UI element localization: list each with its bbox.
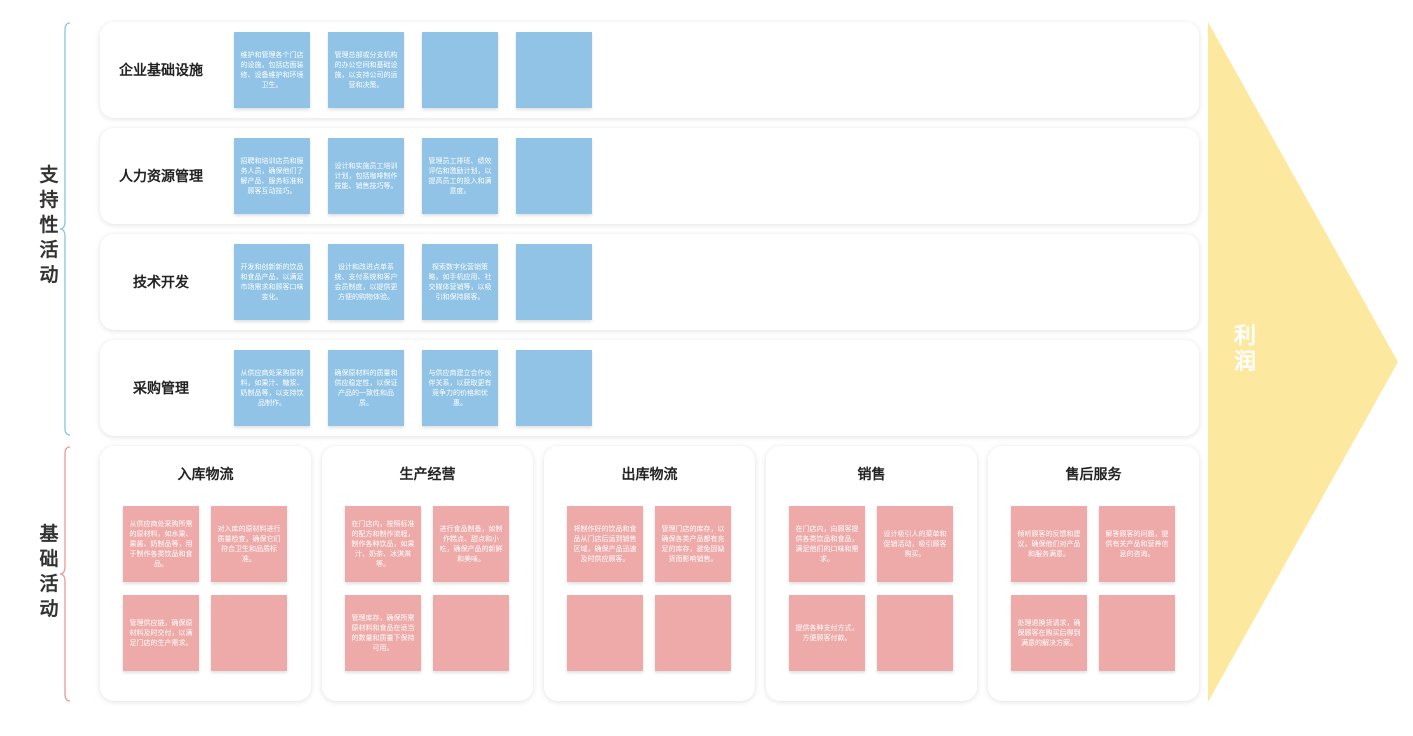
sticky-note: 管理员工排班、绩效评估和激励计划，以提高员工的投入和满意度。: [422, 138, 498, 214]
sticky-note: 进行食品制备，如制作糕点、甜点和小吃，确保产品的新鲜和美味。: [433, 506, 509, 582]
primary-col-outbound-logistics: 出库物流 将制作好的饮品和食品从门店后运到销售区域，确保产品迅速及时供应顾客。 …: [544, 446, 755, 701]
sticky-note: 提供各种支付方式，方便顾客付款。: [789, 595, 865, 671]
sticky-note: 管理门店的库存，以确保各类产品都有充足的库存，避免因缺货而影响销售。: [655, 506, 731, 582]
sticky-note: [516, 32, 592, 108]
sticky-note: 设计和改进点单系统、支付系统和客户会员制度，以提供更方便的购物体验。: [328, 244, 404, 320]
support-activities-label: 支 持 性 活 动: [39, 164, 59, 286]
sticky-note: [655, 595, 731, 671]
column-title: 生产经营: [399, 467, 456, 483]
column-title: 售后服务: [1065, 467, 1122, 483]
primary-brace: [59, 446, 71, 702]
support-row-procurement: 采购管理 从供应商处采购原材料，如果汁、糖浆、奶制品等，以支持饮品制作。 确保原…: [100, 340, 1199, 436]
sticky-note: 招聘和培训店员和服务人员，确保他们了解产品、服务标准和顾客互动技巧。: [234, 138, 310, 214]
sticky-note: [516, 138, 592, 214]
margin-arrow: [1208, 22, 1398, 702]
sticky-note: 从供应商处采购原材料，如果汁、糖浆、奶制品等，以支持饮品制作。: [234, 350, 310, 426]
sticky-note: [567, 595, 643, 671]
support-row-hr: 人力资源管理 招聘和培训店员和服务人员，确保他们了解产品、服务标准和顾客互动技巧…: [100, 128, 1199, 224]
sticky-note: 对入库的原材料进行质量检查，确保它们符合卫生和品质标准。: [211, 506, 287, 582]
sticky-note: 管理库存，确保所需原材料和食品在适当的数量和质量下保持可用。: [345, 595, 421, 671]
sticky-note: [516, 244, 592, 320]
sticky-note: 维护和管理各个门店的设施，包括店面装修、设备维护和环境卫生。: [234, 32, 310, 108]
sticky-note: 在门店内，按照标准的配方和制作流程，制作各种饮品，如果汁、奶茶、冰淇淋等。: [345, 506, 421, 582]
margin-label: 利 润: [1233, 324, 1256, 375]
sticky-note: 解答顾客的问题，提供有关产品和营养信息的咨询。: [1099, 506, 1175, 582]
sticky-note: [422, 32, 498, 108]
sticky-note: 将制作好的饮品和食品从门店后运到销售区域，确保产品迅速及时供应顾客。: [567, 506, 643, 582]
sticky-note: 倾听顾客的反馈和建议，确保他们对产品和服务满意。: [1011, 506, 1087, 582]
primary-col-inbound-logistics: 入库物流 从供应商处采购所需的原材料，如水果、果酱、奶制品等，用于制作各类饮品和…: [100, 446, 311, 701]
sticky-note: 设计吸引人的菜单和促销活动，吸引顾客购买。: [877, 506, 953, 582]
row-title: 技术开发: [133, 275, 189, 291]
column-title: 出库物流: [621, 467, 678, 483]
primary-activities-label: 基 础 活 动: [39, 523, 59, 620]
sticky-note: [877, 595, 953, 671]
sticky-note: 与供应商建立合作伙伴关系，以获取更有竞争力的价格和优惠。: [422, 350, 498, 426]
sticky-note: 管理供应链，确保原材料及时交付，以满足门店的生产需求。: [123, 595, 199, 671]
support-row-infrastructure: 企业基础设施 维护和管理各个门店的设施，包括店面装修、设备维护和环境卫生。 管理…: [100, 22, 1199, 118]
row-title: 采购管理: [133, 381, 189, 397]
sticky-note: 在门店内，向顾客提供各类饮品和食品，满足他们的口味和需求。: [789, 506, 865, 582]
sticky-note: 开发和创新新的饮品和食品产品，以满足市场需求和顾客口味变化。: [234, 244, 310, 320]
sticky-note: 处理退换货请求，确保顾客在购买后得到满意的解决方案。: [1011, 595, 1087, 671]
primary-col-sales: 销售 在门店内，向顾客提供各类饮品和食品，满足他们的口味和需求。 设计吸引人的菜…: [766, 446, 977, 701]
sticky-note: [433, 595, 509, 671]
column-title: 销售: [857, 467, 886, 483]
sticky-note: 从供应商处采购所需的原材料，如水果、果酱、奶制品等，用于制作各类饮品和食品。: [123, 506, 199, 582]
support-brace: [59, 22, 71, 436]
sticky-note: 管理总部或分支机构的办公空间和基础设施，以支持公司的运营和决策。: [328, 32, 404, 108]
primary-col-service: 售后服务 倾听顾客的反馈和建议，确保他们对产品和服务满意。 解答顾客的问题，提供…: [988, 446, 1199, 701]
sticky-note: 确保原材料的质量和供应稳定性，以保证产品的一致性和品质。: [328, 350, 404, 426]
support-row-technology: 技术开发 开发和创新新的饮品和食品产品，以满足市场需求和顾客口味变化。 设计和改…: [100, 234, 1199, 330]
primary-col-operations: 生产经营 在门店内，按照标准的配方和制作流程，制作各种饮品，如果汁、奶茶、冰淇淋…: [322, 446, 533, 701]
sticky-note: [1099, 595, 1175, 671]
sticky-note: [516, 350, 592, 426]
row-title: 企业基础设施: [119, 63, 203, 79]
sticky-note: 探索数字化营销策略，如手机应用、社交媒体营销等，以吸引和保持顾客。: [422, 244, 498, 320]
column-title: 入库物流: [177, 467, 234, 483]
row-title: 人力资源管理: [119, 169, 203, 185]
sticky-note: 设计和实施员工培训计划，包括咖啡制作技能、销售技巧等。: [328, 138, 404, 214]
sticky-note: [211, 595, 287, 671]
